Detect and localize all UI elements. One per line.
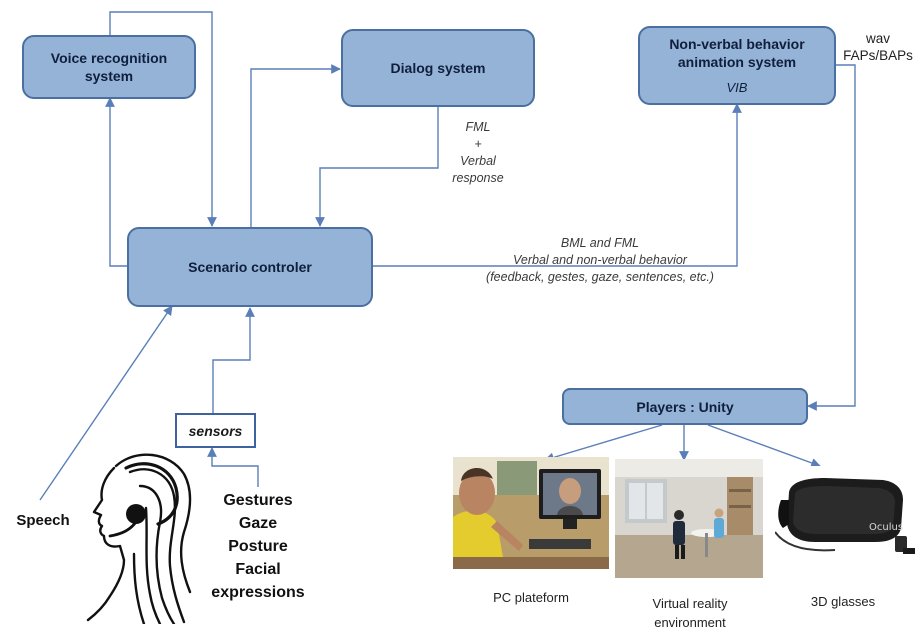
- players-unity-label: Players : Unity: [636, 398, 734, 415]
- verbal-line: Verbal: [460, 154, 496, 168]
- oculus-logo-text: Oculus: [869, 522, 903, 533]
- edge-dialog-to-scenario: [315, 106, 439, 227]
- bml-fml-label: BML and FML Verbal and non-verbal behavi…: [470, 235, 730, 286]
- vr-environment-photo: [615, 459, 763, 578]
- pc-platform-caption: PC plateform: [493, 590, 569, 605]
- pc-platform-illustration: [453, 457, 609, 569]
- expressions-label: expressions: [211, 584, 305, 601]
- voice-recognition-label: Voice recognition system: [50, 50, 168, 84]
- voice-recognition-node: Voice recognition system: [22, 35, 196, 99]
- 3d-glasses-photo: Oculus: [775, 466, 917, 558]
- fml-verbal-response-label: FML + Verbal response: [438, 119, 518, 187]
- edge-sensors-to-scenario: [212, 307, 255, 413]
- fml-line: FML: [465, 120, 491, 134]
- edge-scenario-to-voice: [105, 97, 128, 267]
- nonverbal-behavior-node: Non-verbal behavior animation system VIB: [638, 26, 836, 105]
- scenario-controller-node: Scenario controler: [127, 227, 373, 307]
- players-unity-node: Players : Unity: [562, 388, 808, 425]
- verbal-nonverbal-line: Verbal and non-verbal behavior: [513, 253, 687, 267]
- sensors-node: sensors: [175, 413, 256, 448]
- gaze-label: Gaze: [238, 515, 278, 532]
- vr-environment-illustration: [615, 459, 763, 578]
- scenario-controller-label: Scenario controler: [188, 259, 312, 275]
- wav-faps-label: wav FAPs/BAPs: [838, 30, 918, 64]
- earpiece: [126, 504, 146, 524]
- posture-label: Posture: [228, 538, 288, 555]
- faps-line: FAPs/BAPs: [843, 48, 913, 63]
- edge-speech-to-scenario: [39, 305, 173, 501]
- dialog-system-label: Dialog system: [390, 60, 486, 76]
- sensors-label: sensors: [188, 422, 243, 439]
- plus-line: +: [474, 137, 482, 151]
- edge-voice-to-scenario: [109, 11, 217, 227]
- wav-line: wav: [865, 31, 890, 46]
- bml-line: BML and FML: [560, 236, 640, 250]
- edge-scenario-to-nvb: [372, 103, 742, 267]
- vib-label: VIB: [726, 79, 748, 95]
- 3d-glasses-caption: 3D glasses: [810, 594, 876, 609]
- edge-players-to-pc: [544, 424, 663, 463]
- response-line: response: [452, 171, 504, 185]
- edge-scenario-to-dialog: [250, 64, 341, 228]
- speech-label: Speech: [16, 512, 70, 529]
- oculus-headset-illustration: Oculus: [775, 478, 915, 554]
- head-headset-icon: [86, 453, 192, 624]
- nonverbal-behavior-label: Non-verbal behavior animation system: [669, 35, 805, 70]
- feedback-line: (feedback, gestes, gaze, sentences, etc.…: [486, 270, 714, 284]
- edge-nvb-to-players: [807, 64, 856, 411]
- edge-players-to-glasses: [707, 424, 821, 468]
- facial-label: Facial: [235, 561, 281, 578]
- vr-environment-caption: Virtual reality environment: [620, 594, 760, 632]
- gestures-label: Gestures: [223, 492, 293, 509]
- vr-line-2: environment: [654, 615, 726, 630]
- pc-platform-photo: [453, 457, 609, 569]
- edge-inputs-to-sensors: [207, 447, 259, 487]
- dialog-system-node: Dialog system: [341, 29, 535, 107]
- sensor-inputs-list: Gestures Gaze Posture Facial expressions: [208, 489, 308, 604]
- vr-line-1: Virtual reality: [652, 596, 728, 611]
